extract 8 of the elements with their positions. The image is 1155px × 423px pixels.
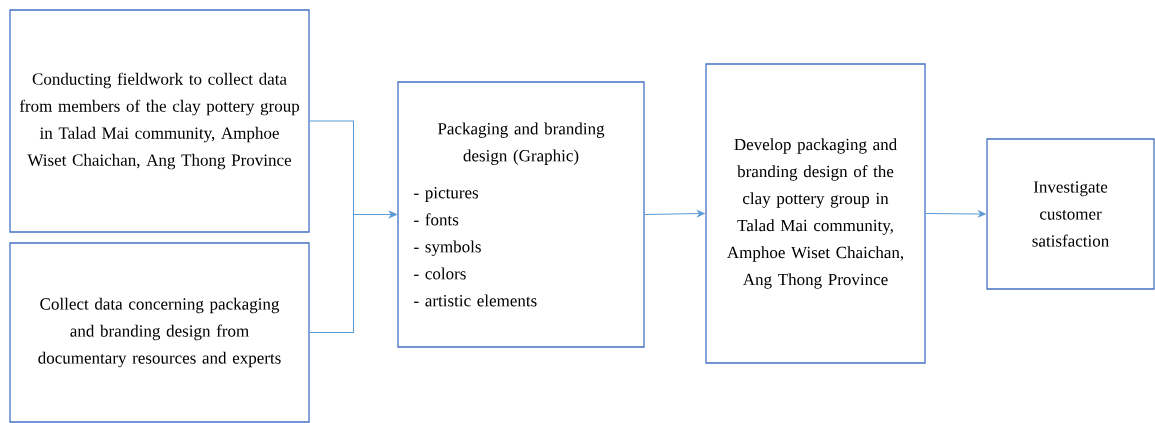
process-box: Packaging and branding design (Graphic) - pictures - fonts - symbols - colors - artistic elements	[397, 81, 645, 348]
process-box: Conducting fieldwork to collect data from members of the clay pottery group in Talad Mai community, Amphoe Wiset Chaichan, Ang Thong Province	[9, 9, 310, 233]
process-box: Develop packaging and branding design of the clay pottery group in Talad Mai community, Amphoe Wiset Chaichan, Ang Thong Province	[705, 63, 926, 364]
arrow	[925, 210, 986, 218]
arrow	[644, 210, 705, 217]
process-box: Collect data concerning packaging and branding design from documentary resources and experts	[9, 242, 310, 423]
arrow	[309, 211, 397, 333]
process-box: Investigate customer satisfaction	[986, 138, 1155, 290]
